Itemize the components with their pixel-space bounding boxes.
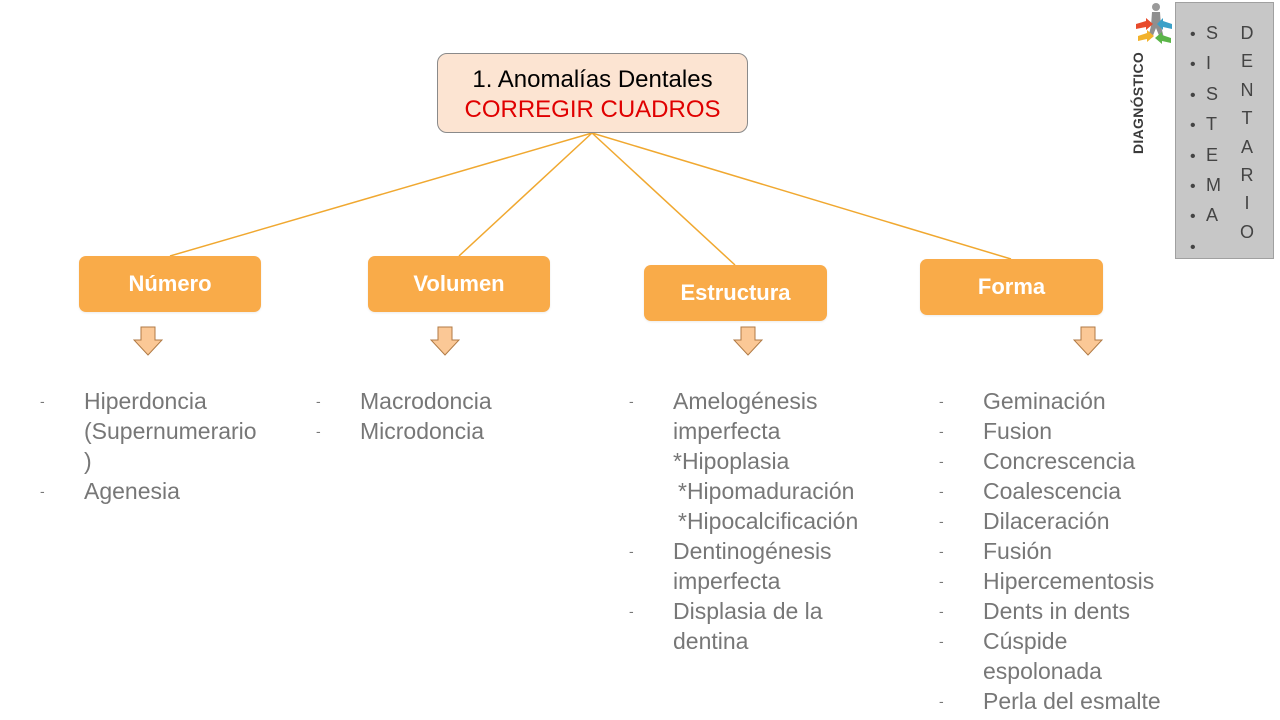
figure-arrows-icon: [1136, 3, 1172, 44]
list-item-continuation: espolonada: [983, 658, 1102, 684]
side-panel-letter: E: [1241, 51, 1254, 72]
list-item: Perla del esmalte: [939, 686, 1199, 716]
list-subitem: *Hipomaduración: [678, 478, 855, 504]
list-numero: Hiperdoncia (Supernumerario ) Agenesia: [40, 386, 290, 506]
list-item: Dilaceración: [939, 506, 1199, 536]
down-arrow-icon: [133, 326, 163, 356]
side-panel-right-list: D E N T A R I O: [1240, 19, 1254, 246]
side-panel-letter: A: [1190, 201, 1221, 231]
list-item: Geminación: [939, 386, 1199, 416]
list-subitem: *Hipoplasia: [673, 448, 790, 474]
side-panel-letter: A: [1241, 136, 1254, 157]
list-item: Amelogénesis: [629, 386, 899, 416]
list-item-continuation: imperfecta: [673, 568, 781, 594]
side-panel-letter: I: [1190, 49, 1221, 79]
list-item-continuation: ): [84, 448, 92, 474]
list-volumen: Macrodoncia Microdoncia: [316, 386, 566, 446]
list-item: Fusion: [939, 416, 1199, 446]
connector-volumen: [458, 132, 593, 257]
list-item: Hipercementosis: [939, 566, 1199, 596]
category-volumen: Volumen: [368, 256, 550, 312]
down-arrow-icon: [733, 326, 763, 356]
side-panel-letter: S: [1190, 80, 1221, 110]
list-item: Agenesia: [40, 476, 290, 506]
brand-text: DIAGNÓSTICO: [1130, 51, 1146, 154]
connector-numero: [169, 132, 593, 257]
down-arrow-icon: [430, 326, 460, 356]
category-forma: Forma: [920, 259, 1103, 315]
list-item-continuation: imperfecta: [673, 418, 781, 444]
list-item: Dentinogénesis: [629, 536, 899, 566]
list-item: Dents in dents: [939, 596, 1199, 626]
root-subtitle: CORREGIR CUADROS: [464, 96, 721, 123]
list-item-continuation: (Supernumerario: [84, 418, 257, 444]
root-title: 1. Anomalías Dentales: [472, 66, 713, 93]
list-item: Fusión: [939, 536, 1199, 566]
connector-estructura: [591, 132, 736, 266]
category-numero: Número: [79, 256, 261, 312]
side-panel-letter: I: [1244, 193, 1250, 214]
list-item: Coalescencia: [939, 476, 1199, 506]
side-panel-letter: E: [1190, 141, 1221, 171]
list-subitem: *Hipocalcificación: [678, 508, 859, 534]
brand-logo: DIAGNÓSTICO: [1128, 2, 1176, 162]
side-panel-letter: O: [1240, 221, 1255, 242]
list-estructura: Amelogénesis imperfecta *Hipoplasia *Hip…: [629, 386, 899, 656]
list-item: Hiperdoncia: [40, 386, 290, 416]
side-panel-letter: M: [1190, 171, 1221, 201]
side-panel-letter: S: [1190, 19, 1221, 49]
list-item: Cúspide: [939, 626, 1199, 656]
connector-forma: [591, 132, 1012, 260]
category-estructura: Estructura: [644, 265, 827, 321]
root-node: 1. Anomalías Dentales CORREGIR CUADROS: [437, 53, 748, 133]
list-item: Microdoncia: [316, 416, 566, 446]
down-arrow-icon: [1073, 326, 1103, 356]
side-panel-letter: T: [1241, 108, 1253, 129]
side-panel-letter: T: [1190, 110, 1221, 140]
list-item: Displasia de la: [629, 596, 899, 626]
list-forma: Geminación Fusion Concrescencia Coalesce…: [939, 386, 1199, 716]
side-panel-letter: [1190, 232, 1221, 262]
side-panel: S I S T E M A D E N T A R I O: [1175, 2, 1274, 259]
side-panel-letter: R: [1240, 165, 1254, 186]
side-panel-letter: D: [1240, 23, 1254, 43]
list-item: Macrodoncia: [316, 386, 566, 416]
side-panel-letter: N: [1240, 79, 1254, 100]
list-item: Concrescencia: [939, 446, 1199, 476]
side-panel-left-list: S I S T E M A: [1190, 19, 1221, 262]
list-item-continuation: dentina: [673, 628, 749, 654]
